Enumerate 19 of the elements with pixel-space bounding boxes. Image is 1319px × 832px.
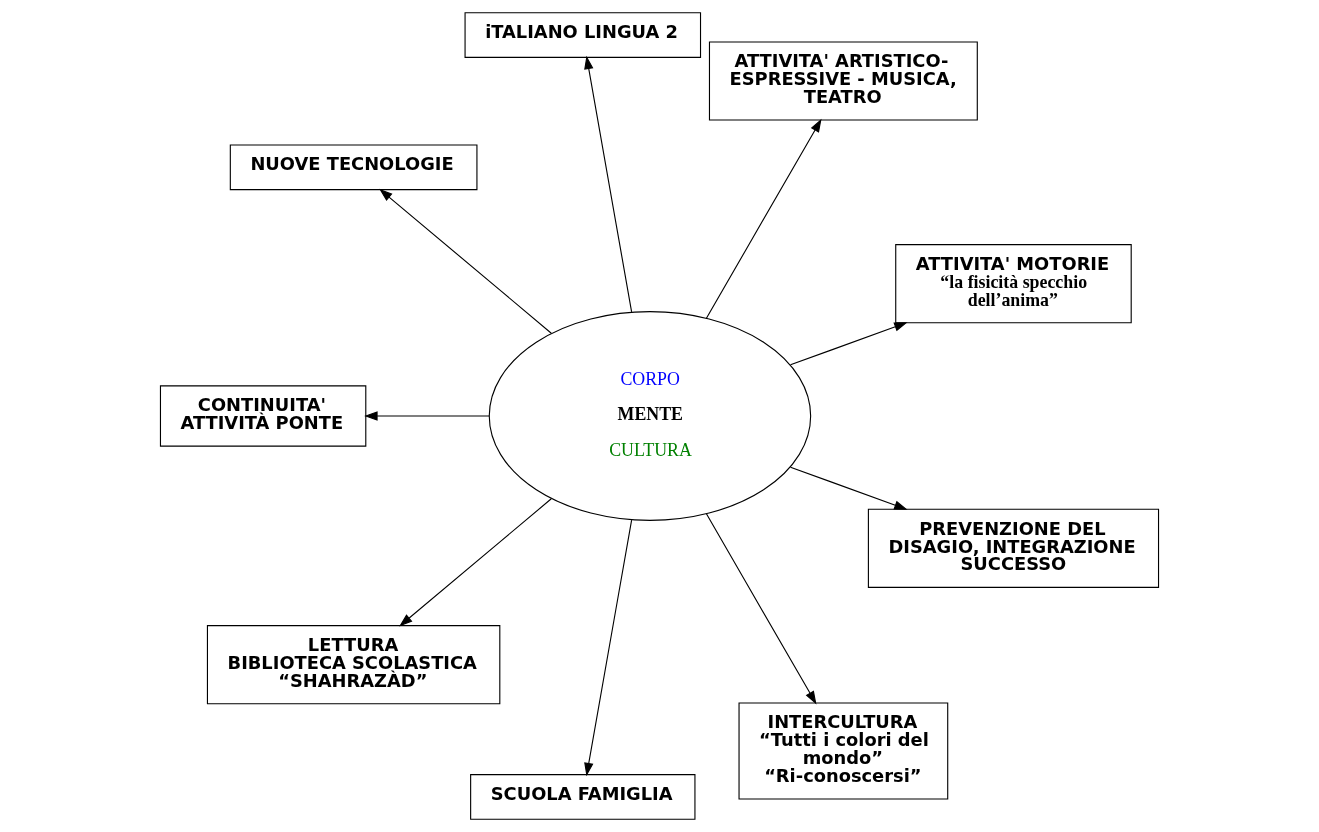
- node-box: NUOVE TECNOLOGIE: [229, 144, 478, 191]
- arrow: [584, 519, 633, 777]
- node-box: iTALIANO LINGUA 2: [464, 12, 702, 58]
- arrow: [789, 466, 908, 510]
- node-box: PREVENZIONE DEL DISAGIO, INTEGRAZIONE SUCCESSO: [867, 508, 1160, 588]
- node-ellipse: CORPO MENTE CULTURA: [488, 311, 812, 521]
- arrow: [364, 411, 490, 421]
- arrow: [705, 513, 817, 705]
- arrow: [705, 118, 822, 319]
- arrow: [584, 55, 633, 313]
- node-box: LETTURA BIBLIOTECA SCOLASTICA “SHAHRAZÀD”: [206, 625, 501, 705]
- node-box: INTERCULTURA “Tutti i colori del mondo” “Ri-conoscersi”: [738, 702, 949, 800]
- node-box: ATTIVITA' MOTORIE “la fisicità specchio dell’anima”: [895, 244, 1132, 324]
- node-box: SCUOLA FAMIGLIA: [470, 774, 696, 820]
- node-box: CONTINUITA' ATTIVITÀ PONTE: [159, 385, 367, 447]
- arrow: [399, 498, 552, 627]
- arrow: [379, 188, 552, 334]
- arrow: [789, 322, 908, 366]
- node-box: ATTIVITA' ARTISTICO-ESPRESSIVE - MUSICA, TEATRO: [708, 41, 978, 121]
